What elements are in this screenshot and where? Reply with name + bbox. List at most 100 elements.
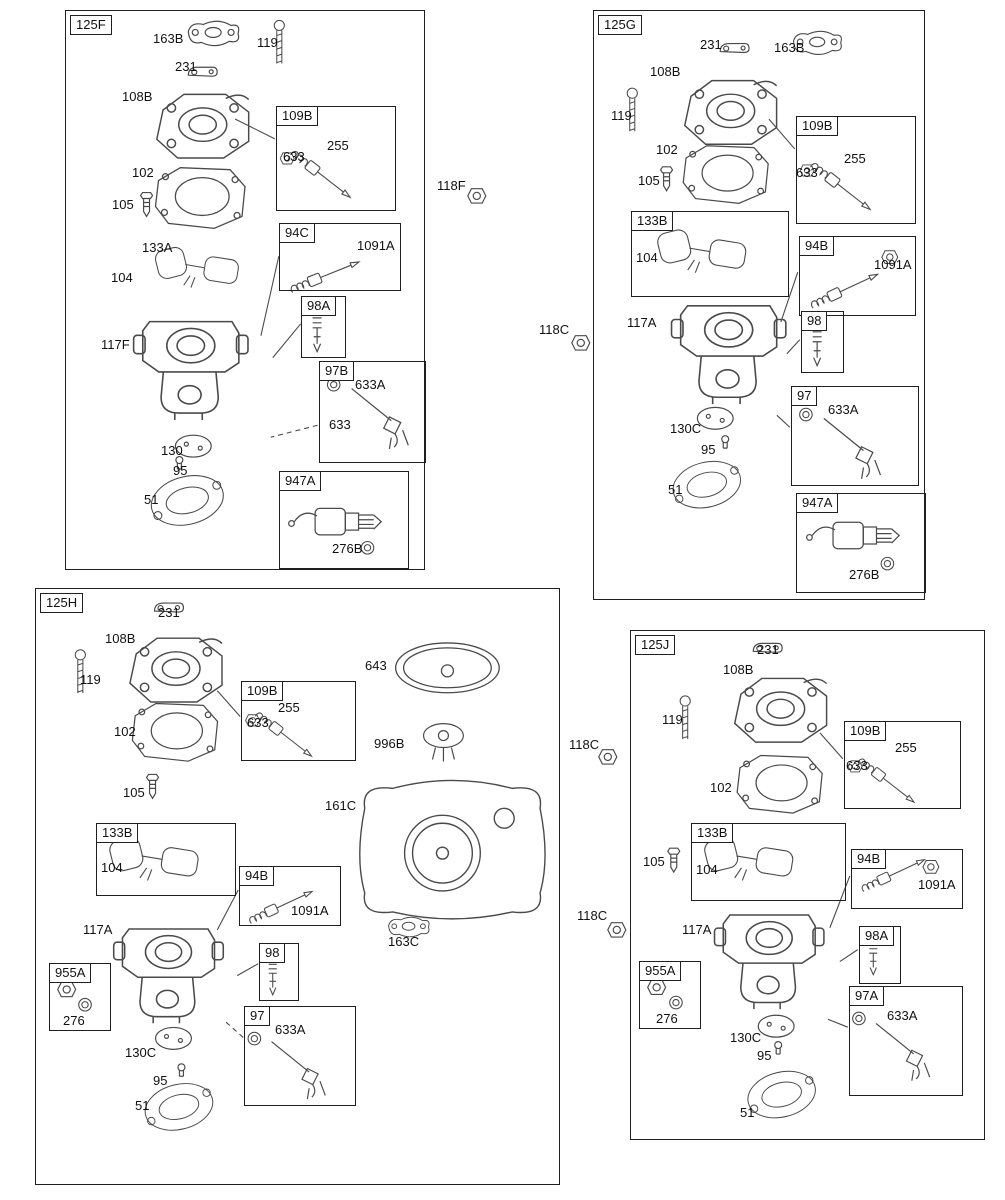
part-label-104: 104 <box>636 250 658 265</box>
callout-label: 955A <box>49 963 92 983</box>
part-label-255: 255 <box>327 138 349 153</box>
part-label-105: 105 <box>638 173 660 188</box>
disc-illustration <box>154 1026 193 1050</box>
callout-label: 94B <box>799 236 835 256</box>
part-label-108B: 108B <box>122 89 153 104</box>
part-label-102: 102 <box>114 724 136 739</box>
callout-label: 133B <box>691 823 734 843</box>
bigdisc-illustration <box>394 642 500 694</box>
leader-line <box>270 424 318 438</box>
part-label-633: 633 <box>329 417 351 432</box>
part-label-130C: 130C <box>125 1045 157 1060</box>
part-label-104: 104 <box>111 270 133 285</box>
bolt-illustration <box>139 191 154 218</box>
callout-133B: 133B <box>96 823 236 896</box>
disc-illustration <box>696 406 734 430</box>
part-label-255: 255 <box>278 700 300 715</box>
part-label-231: 231 <box>158 605 180 620</box>
part-label-119: 119 <box>257 35 278 50</box>
part-label-276: 276 <box>63 1013 85 1028</box>
callout-133B: 133B <box>691 823 846 901</box>
callout-947A: 947A <box>279 471 409 569</box>
parts-illustration <box>57 602 546 1138</box>
part-label-51: 51 <box>144 492 159 507</box>
pump-illustration <box>422 723 464 763</box>
section-label: 125G <box>598 15 642 35</box>
part-label-102: 102 <box>710 780 732 795</box>
leader-line <box>216 690 241 718</box>
part-label-633A: 633A <box>275 1022 306 1037</box>
part-label-130C: 130C <box>730 1030 762 1045</box>
callout-label: 97 <box>244 1006 271 1026</box>
callout-947A: 947A <box>796 493 926 593</box>
gasket-illustration <box>154 167 246 229</box>
part-label-633: 633 <box>796 165 818 180</box>
callout-label: 955A <box>639 961 682 981</box>
callout-97B: 97B <box>319 361 426 463</box>
part-label-130C: 130C <box>670 421 702 436</box>
parts-illustration <box>626 30 900 571</box>
leader-line <box>234 118 276 140</box>
part-label-95: 95 <box>173 463 188 478</box>
callout-955A: 955A <box>49 963 111 1031</box>
part-label-231: 231 <box>757 642 779 657</box>
leader-line <box>780 272 799 323</box>
part-label-633A: 633A <box>887 1008 918 1023</box>
part-label-643: 643 <box>365 658 387 673</box>
callout-97: 97 <box>791 386 919 486</box>
part-label-255: 255 <box>895 740 917 755</box>
tiny-illustration <box>177 1063 186 1077</box>
section-label: 125J <box>635 635 676 655</box>
callout-label: 98 <box>801 311 828 331</box>
part-label-163B: 163B <box>774 40 805 55</box>
bolt-illustration <box>145 773 160 799</box>
plate-illustration <box>129 637 223 703</box>
part-label-104: 104 <box>101 860 123 875</box>
section-label: 125H <box>40 593 84 613</box>
nut-illustration <box>598 749 618 765</box>
body-illustration <box>112 928 225 1025</box>
part-label-633: 633 <box>846 758 868 773</box>
callout-label: 98A <box>301 296 337 316</box>
part-label-119: 119 <box>611 108 632 123</box>
callout-98: 98 <box>801 311 844 373</box>
body-illustration <box>713 914 825 1010</box>
callout-label: 947A <box>279 471 322 491</box>
part-label-117A: 117A <box>682 922 712 937</box>
callout-label: 97 <box>791 386 818 406</box>
part-label-276B: 276B <box>849 567 880 582</box>
part-label-104: 104 <box>696 862 718 877</box>
part-label-95: 95 <box>701 442 716 457</box>
part-label-119: 119 <box>662 712 683 727</box>
callout-label: 94C <box>279 223 315 243</box>
leader-line <box>786 339 801 355</box>
callout-label: 133B <box>96 823 139 843</box>
part-label-633A: 633A <box>828 402 859 417</box>
callout-label: 94B <box>239 866 275 886</box>
part-label-51: 51 <box>135 1098 150 1113</box>
body-illustration <box>670 304 787 405</box>
callout-label: 109B <box>844 721 887 741</box>
callout-109B: 109B <box>796 116 916 224</box>
callout-97: 97 <box>244 1006 356 1106</box>
tiny-illustration <box>721 435 730 449</box>
part-label-117F: 117F <box>101 337 130 352</box>
part-label-633A: 633A <box>355 377 386 392</box>
gasket-illustration <box>682 145 769 204</box>
callout-94C: 94C <box>279 223 401 291</box>
part-label-1091A: 1091A <box>291 903 329 918</box>
nut-illustration <box>607 922 627 938</box>
parts-illustration <box>132 19 409 555</box>
oval-illustration <box>139 1076 219 1138</box>
leader-line <box>216 889 239 931</box>
part-label-255: 255 <box>844 151 866 166</box>
part-label-119: 119 <box>80 672 101 687</box>
bolt-illustration <box>659 166 674 192</box>
callout-94B: 94B <box>239 866 341 926</box>
callout-label: 133B <box>631 211 674 231</box>
part-label-163C: 163C <box>388 934 420 949</box>
disc-illustration <box>757 1014 795 1038</box>
callout-94B: 94B <box>851 849 963 909</box>
part-label-108B: 108B <box>723 662 754 677</box>
